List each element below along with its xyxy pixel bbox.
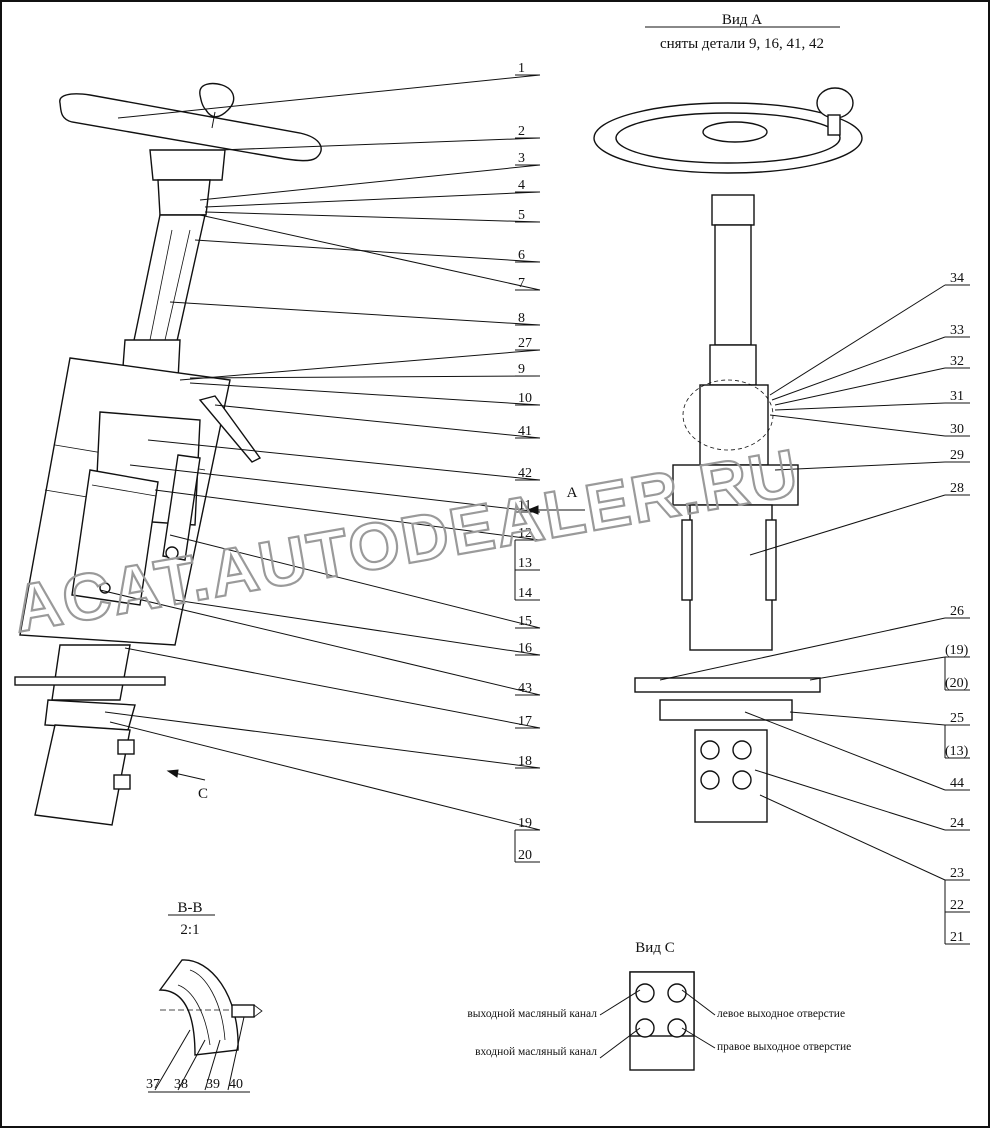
arrow-c-label: C — [198, 786, 208, 802]
callout-2: 2 — [518, 124, 525, 139]
section-bb-scale: 2:1 — [180, 922, 199, 938]
callout-12: 12 — [518, 526, 532, 541]
callout-43: 43 — [518, 681, 532, 696]
callout-21: 21 — [950, 930, 964, 945]
callout-17: 17 — [518, 714, 532, 729]
right-callout-numbers: 34 33 32 31 30 29 28 26 (19) (20) 25 (13… — [945, 271, 969, 945]
callout-16: 16 — [518, 641, 532, 656]
callout-9: 9 — [518, 362, 525, 377]
callout-37: 37 — [146, 1077, 160, 1092]
callout-27: 27 — [518, 336, 532, 351]
callout-23: 23 — [950, 866, 964, 881]
callout-32: 32 — [950, 354, 964, 369]
callout-33: 33 — [950, 323, 964, 338]
callout-13: 13 — [518, 556, 532, 571]
callout-34: 34 — [950, 271, 964, 286]
view-a-title: Вид А — [722, 12, 762, 28]
callout-30: 30 — [950, 422, 964, 437]
section-callout-numbers: 37 38 39 40 — [146, 1077, 243, 1092]
left-callout-numbers: 1 2 3 4 5 6 7 8 27 9 10 41 42 11 12 13 1… — [518, 61, 532, 863]
label-input-oil-channel: входной масляный канал — [475, 1046, 597, 1058]
left-leaders — [99, 74, 585, 863]
callout-28: 28 — [950, 481, 964, 496]
callout-39: 39 — [206, 1077, 220, 1092]
section-bb-drawing — [158, 959, 263, 1056]
callout-14: 14 — [518, 586, 532, 601]
callout-15: 15 — [518, 614, 532, 629]
callout-29: 29 — [950, 448, 964, 463]
callout-44: 44 — [950, 776, 964, 791]
callout-11: 11 — [518, 498, 531, 513]
label-output-oil-channel: выходной масляный канал — [467, 1008, 597, 1020]
callout-31: 31 — [950, 389, 964, 404]
callout-22: 22 — [950, 898, 964, 913]
callout-7: 7 — [518, 276, 525, 291]
callout-4: 4 — [518, 178, 525, 193]
callout-19-ref: (19) — [945, 643, 969, 658]
front-view — [593, 87, 863, 823]
callout-5: 5 — [518, 208, 525, 223]
callout-10: 10 — [518, 391, 532, 406]
section-bb-title: B-B — [177, 900, 202, 916]
callout-41: 41 — [518, 424, 532, 439]
callout-13-ref: (13) — [945, 744, 969, 759]
right-leaders — [148, 26, 970, 1093]
callout-8: 8 — [518, 311, 525, 326]
callout-20: 20 — [518, 848, 532, 863]
callout-20-ref: (20) — [945, 676, 969, 691]
callout-40: 40 — [229, 1077, 243, 1092]
view-a-subtitle: сняты детали 9, 16, 41, 42 — [660, 36, 824, 52]
callout-24: 24 — [950, 816, 964, 831]
callout-19: 19 — [518, 816, 532, 831]
callout-38: 38 — [174, 1077, 188, 1092]
arrow-a-label: A — [567, 485, 578, 501]
label-right-outlet: правое выходное отверстие — [717, 1041, 851, 1053]
callout-6: 6 — [518, 248, 525, 263]
callout-25: 25 — [950, 711, 964, 726]
side-view — [14, 82, 322, 826]
callout-42: 42 — [518, 466, 532, 481]
view-c-title: Вид С — [635, 940, 674, 956]
callout-3: 3 — [518, 151, 525, 166]
label-left-outlet: левое выходное отверстие — [717, 1008, 845, 1020]
callout-26: 26 — [950, 604, 964, 619]
callout-18: 18 — [518, 754, 532, 769]
view-c-drawing — [629, 971, 695, 1071]
callout-1: 1 — [518, 61, 525, 76]
